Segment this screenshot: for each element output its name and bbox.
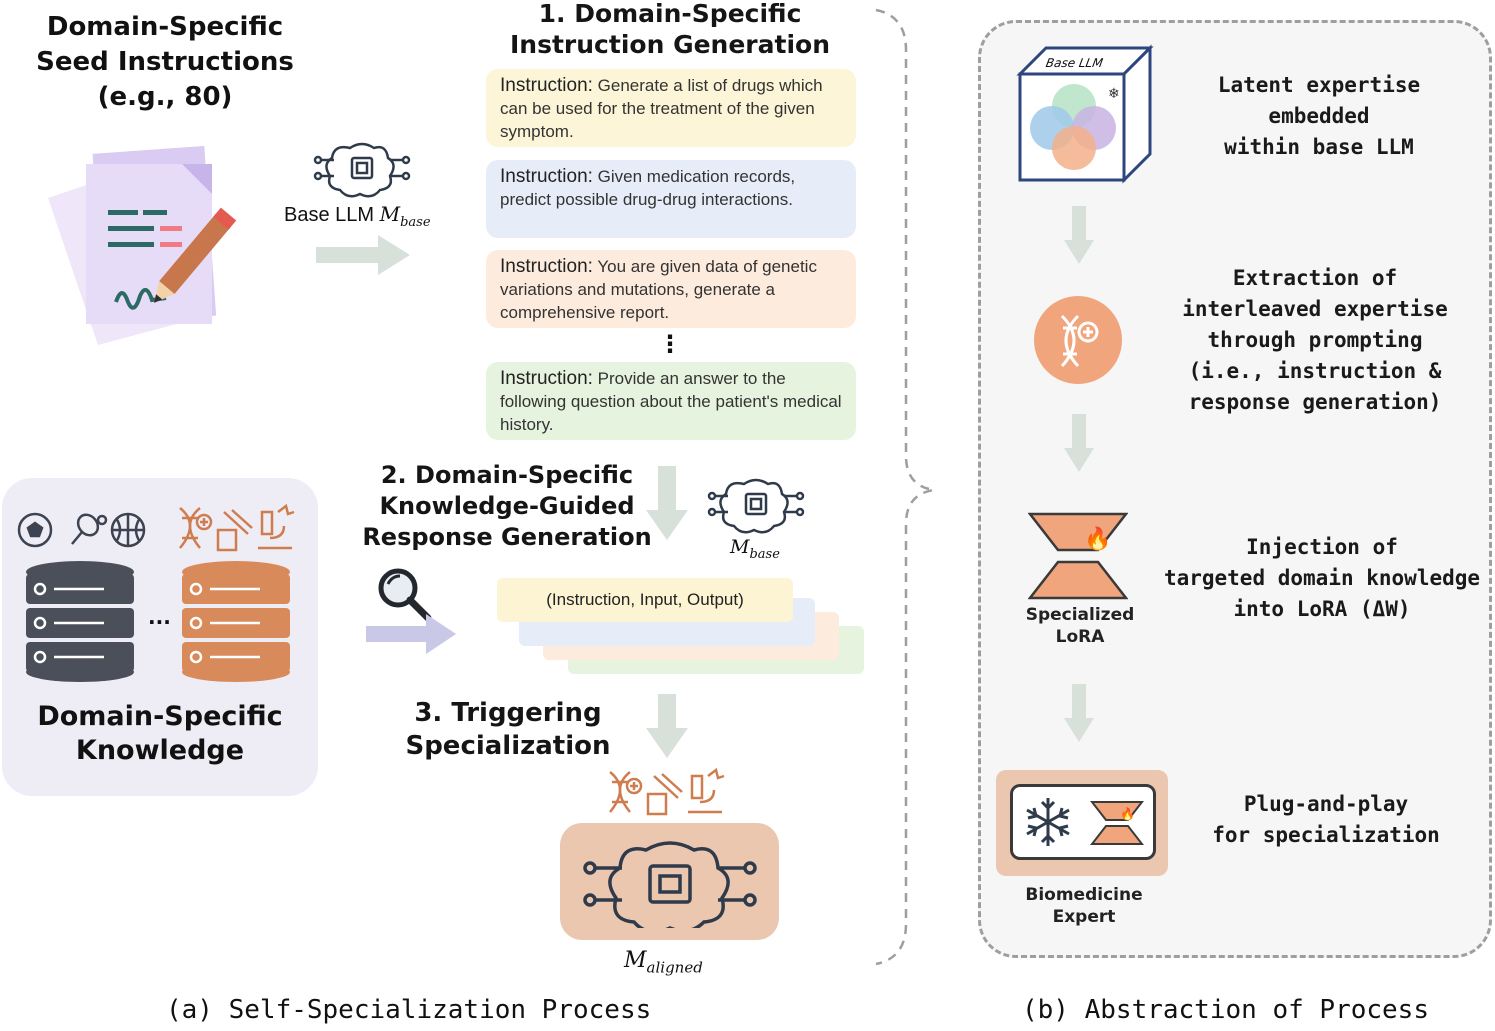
base-llm-label: Base LLM Mbase xyxy=(284,202,431,230)
arrow-down-green xyxy=(1064,414,1094,472)
expert-inner-box xyxy=(1010,784,1156,860)
step1-title: 1. Domain-Specific Instruction Generatio… xyxy=(510,0,830,59)
seed-instructions-title: Domain-Specific Seed Instructions (e.g.,… xyxy=(36,12,294,112)
instruction-card-3: Instruction: You are given data of genet… xyxy=(486,250,856,328)
instruction-card-4: Instruction: Provide an answer to the fo… xyxy=(486,362,856,440)
svg-text:🔥: 🔥 xyxy=(1120,807,1135,821)
brain-chip-icon xyxy=(313,142,411,198)
curly-brace xyxy=(875,8,935,966)
lora-hourglass-small-icon: 🔥 xyxy=(1090,801,1144,845)
database-ellipsis: ··· xyxy=(148,610,171,634)
arrow-right-green xyxy=(316,235,410,275)
domain-knowledge-title: Domain-Specific Knowledge xyxy=(37,701,283,766)
magnifier-icon xyxy=(378,568,432,622)
instruction-card-1: Instruction: Generate a list of drugs wh… xyxy=(486,69,856,147)
lora-hourglass-icon: 🔥 xyxy=(1028,512,1128,600)
caption-a: (a) Self-Specialization Process xyxy=(166,995,652,1025)
arrow-down-green xyxy=(646,466,688,540)
arrow-down-green xyxy=(1064,684,1094,742)
base-llm-cube: ❄ xyxy=(1016,44,1154,184)
sports-icons xyxy=(17,512,146,548)
brain-chip-icon xyxy=(707,478,805,534)
arrow-down-green xyxy=(1064,206,1094,264)
database-dark-icon xyxy=(26,561,134,682)
stage3-text: Injection of targeted domain knowledge i… xyxy=(1163,535,1481,621)
step3-title: 3. Triggering Specialization xyxy=(405,698,611,761)
arrow-down-green xyxy=(646,694,688,758)
dna-circle-icon xyxy=(1034,296,1122,384)
arrow-right-purple xyxy=(366,614,456,654)
biomedicine-expert-label: Biomedicine Expert xyxy=(1025,885,1143,927)
svg-text:🔥: 🔥 xyxy=(1084,526,1111,552)
m-aligned-label: Maligned xyxy=(624,948,703,977)
specialized-lora-label: Specialized LoRA xyxy=(1025,605,1135,647)
stage4-text: Plug-and-play for specialization xyxy=(1212,792,1440,847)
caption-b: (b) Abstraction of Process xyxy=(1022,995,1429,1025)
vertical-ellipsis: ⋮ xyxy=(658,330,682,358)
instruction-card-2: Instruction: Given medication records, p… xyxy=(486,160,856,238)
biomedicine-icons xyxy=(179,504,295,552)
database-orange-icon xyxy=(182,561,290,682)
biomedicine-icons xyxy=(609,768,725,816)
snowflake-icon xyxy=(1026,798,1070,846)
tuple-card: (Instruction, Input, Output) xyxy=(497,578,793,622)
m-base-label: Mbase xyxy=(730,536,780,562)
document-pen-icon xyxy=(48,146,237,345)
stage1-text: Latent expertise embedded within base LL… xyxy=(1217,73,1421,159)
step2-title: 2. Domain-Specific Knowledge-Guided Resp… xyxy=(362,461,652,551)
cube-label: Base LLM xyxy=(1044,56,1104,70)
brain-chip-icon xyxy=(583,841,757,928)
svg-text:❄: ❄ xyxy=(1108,86,1120,102)
stage2-text: Extraction of interleaved expertise thro… xyxy=(1182,266,1448,414)
